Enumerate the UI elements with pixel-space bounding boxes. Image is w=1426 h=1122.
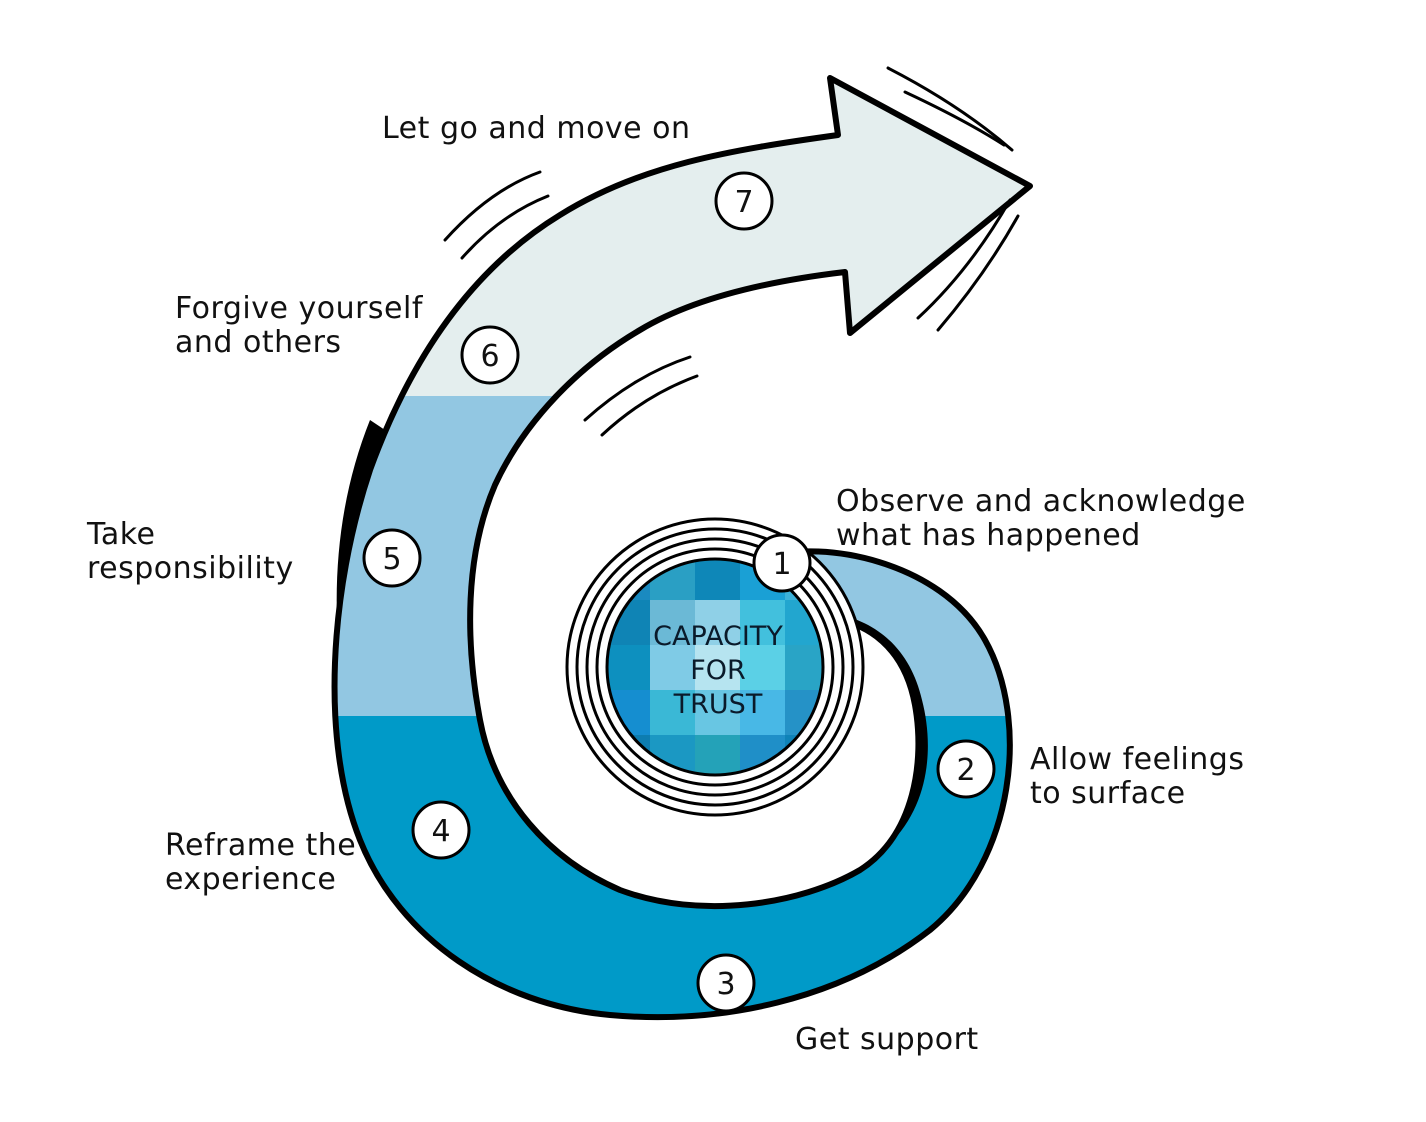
center-line-1: CAPACITY xyxy=(653,621,783,652)
step-label-3: Get support xyxy=(795,1022,979,1057)
step-label-6: Forgive yourself and others xyxy=(175,291,423,360)
motion-lines xyxy=(443,66,1020,437)
step-label-2: Allow feelings to surface xyxy=(1030,742,1245,811)
step-marker-7: 7 xyxy=(714,171,774,231)
step-marker-1: 1 xyxy=(752,533,812,593)
step-label-1: Observe and acknowledge what has happene… xyxy=(836,484,1246,553)
step-marker-4: 4 xyxy=(411,800,471,860)
svg-text:3: 3 xyxy=(716,967,735,1002)
step-marker-6: 6 xyxy=(460,325,520,385)
center-line-2: FOR xyxy=(690,655,746,686)
step-label-7: Let go and move on xyxy=(382,111,691,146)
spiral-band-light xyxy=(398,75,1033,396)
step-label-4: Reframe the experience xyxy=(165,828,357,897)
svg-text:7: 7 xyxy=(734,185,753,220)
svg-text:6: 6 xyxy=(480,339,499,374)
svg-text:4: 4 xyxy=(431,814,450,849)
svg-text:1: 1 xyxy=(772,547,791,582)
step-marker-2: 2 xyxy=(936,739,996,799)
spiral-band-mid xyxy=(331,396,1012,716)
step-marker-3: 3 xyxy=(696,953,756,1013)
trust-mosaic xyxy=(607,559,823,775)
step-marker-5: 5 xyxy=(362,528,422,588)
step-label-5: Take responsibility xyxy=(87,517,294,586)
spiral-band-dark xyxy=(332,716,1013,1021)
svg-text:2: 2 xyxy=(956,753,975,788)
center-line-3: TRUST xyxy=(673,689,763,720)
svg-text:5: 5 xyxy=(382,542,401,577)
